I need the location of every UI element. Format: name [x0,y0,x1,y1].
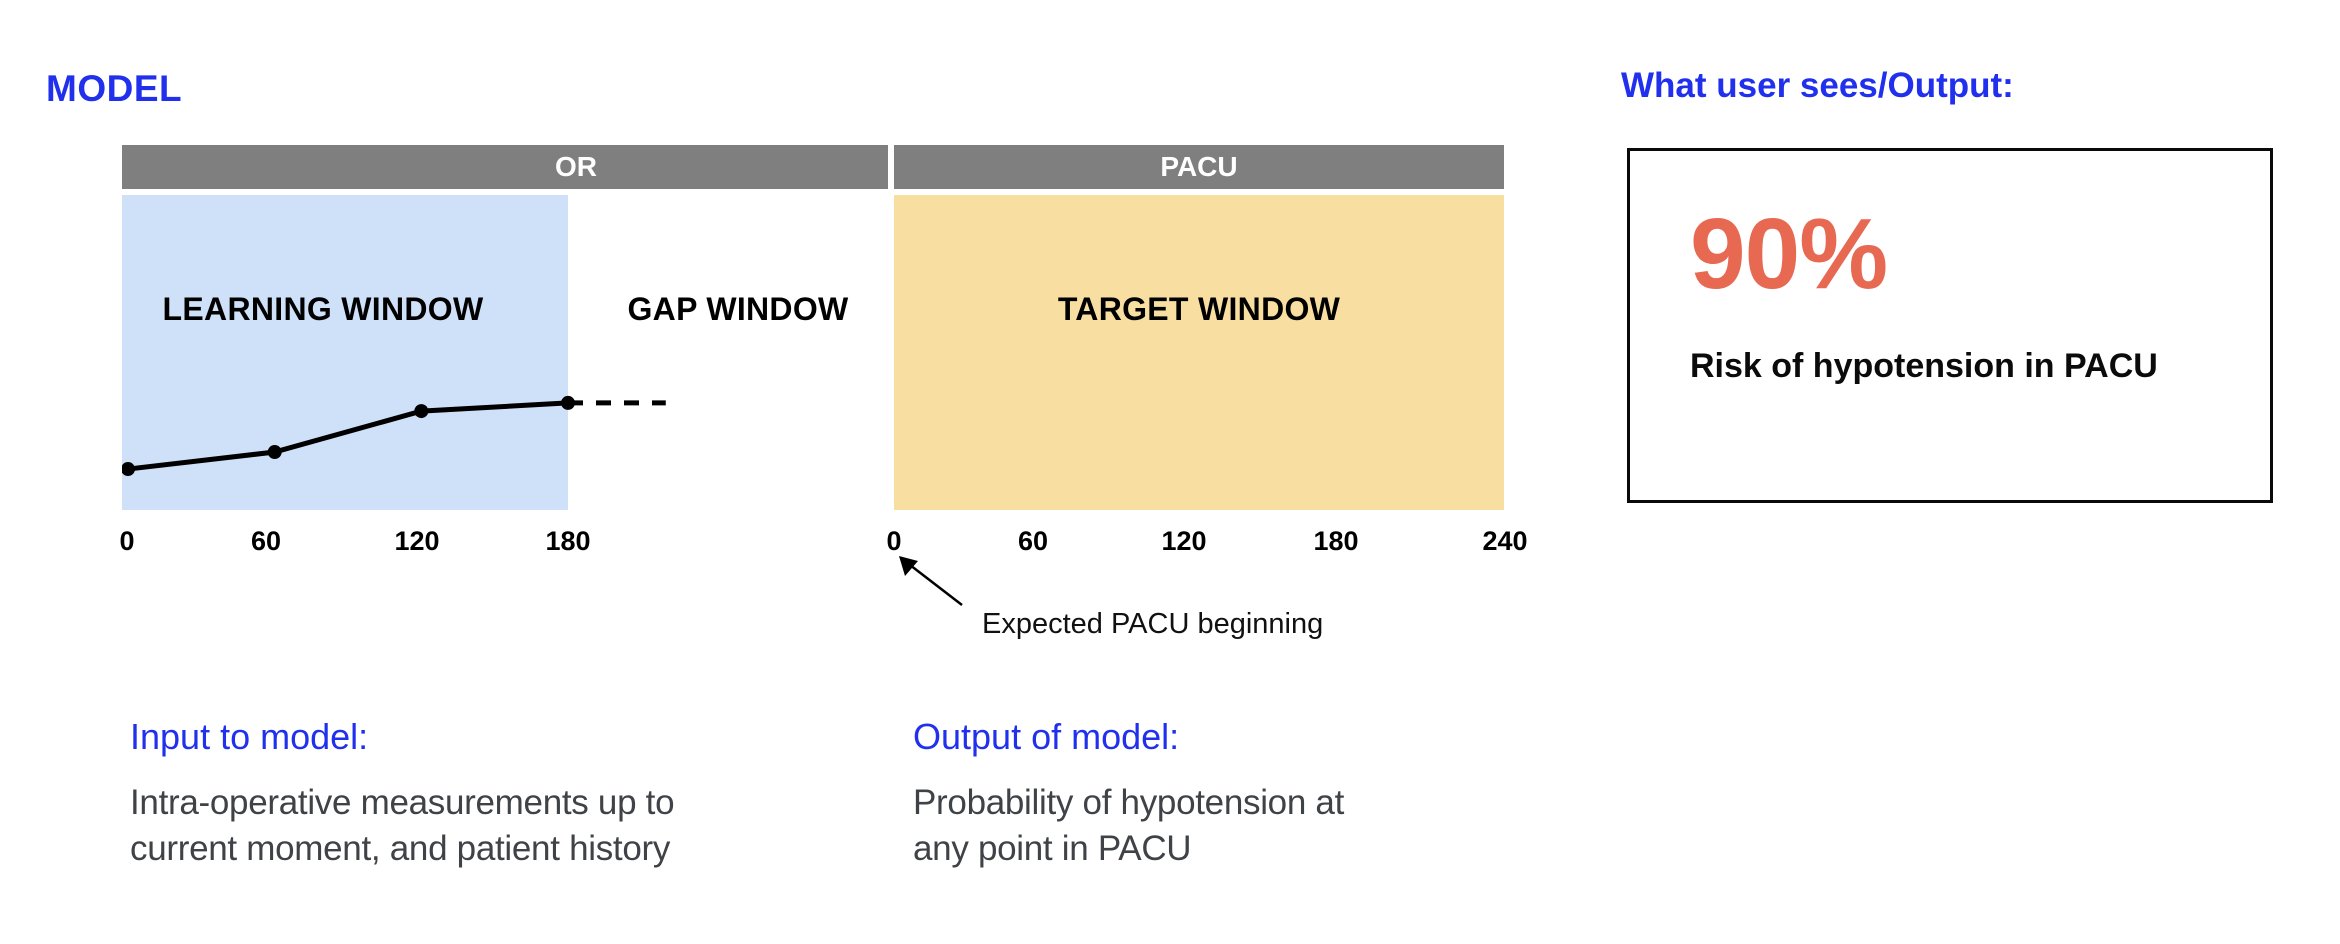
input-body-line: Intra-operative measurements up to [130,783,675,822]
input-section-heading: Input to model: [130,716,369,757]
output-section-heading: Output of model: [913,716,1180,757]
learning-window-label: LEARNING WINDOW [162,291,484,327]
learning-trend-chart [122,395,666,477]
pacu-axis-tick: 240 [1482,526,1528,556]
output-section-body: Probability of hypotension at any point … [913,780,1344,872]
or-phase-label: OR [555,151,597,182]
pacu-axis-tick: 60 [1017,526,1049,556]
pacu-phase-bar: PACU [894,145,1504,189]
or-axis-tick: 60 [250,526,282,556]
input-body-line: current moment, and patient history [130,829,671,868]
user-view-heading: What user sees/Output: [1621,66,2014,105]
risk-display-box: 90% Risk of hypotension in PACU [1627,148,2273,503]
output-body-line: Probability of hypotension at [913,783,1345,822]
risk-percentage-value: 90% [1690,198,1888,310]
or-axis-tick: 180 [545,526,591,556]
pacu-phase-label: PACU [1160,151,1238,182]
input-section-body: Intra-operative measurements up to curre… [130,780,675,872]
expected-pacu-beginning-label: Expected PACU beginning [982,608,1324,640]
or-phase-bar: OR [122,145,888,189]
or-axis-tick: 0 [119,526,135,556]
pacu-axis-tick: 180 [1313,526,1359,556]
learning-window-box: LEARNING WINDOW [122,195,568,510]
risk-caption: Risk of hypotension in PACU [1690,347,2158,385]
gap-window-label: GAP WINDOW [627,291,849,327]
target-window-label: TARGET WINDOW [1057,291,1341,327]
output-body-line: any point in PACU [913,829,1192,868]
or-axis-tick: 120 [394,526,440,556]
annotation-arrow-icon [899,556,963,606]
pacu-axis-tick: 0 [886,526,902,556]
pacu-axis-tick: 120 [1161,526,1207,556]
target-window-box: TARGET WINDOW [894,195,1504,510]
model-section-title: MODEL [46,68,183,109]
